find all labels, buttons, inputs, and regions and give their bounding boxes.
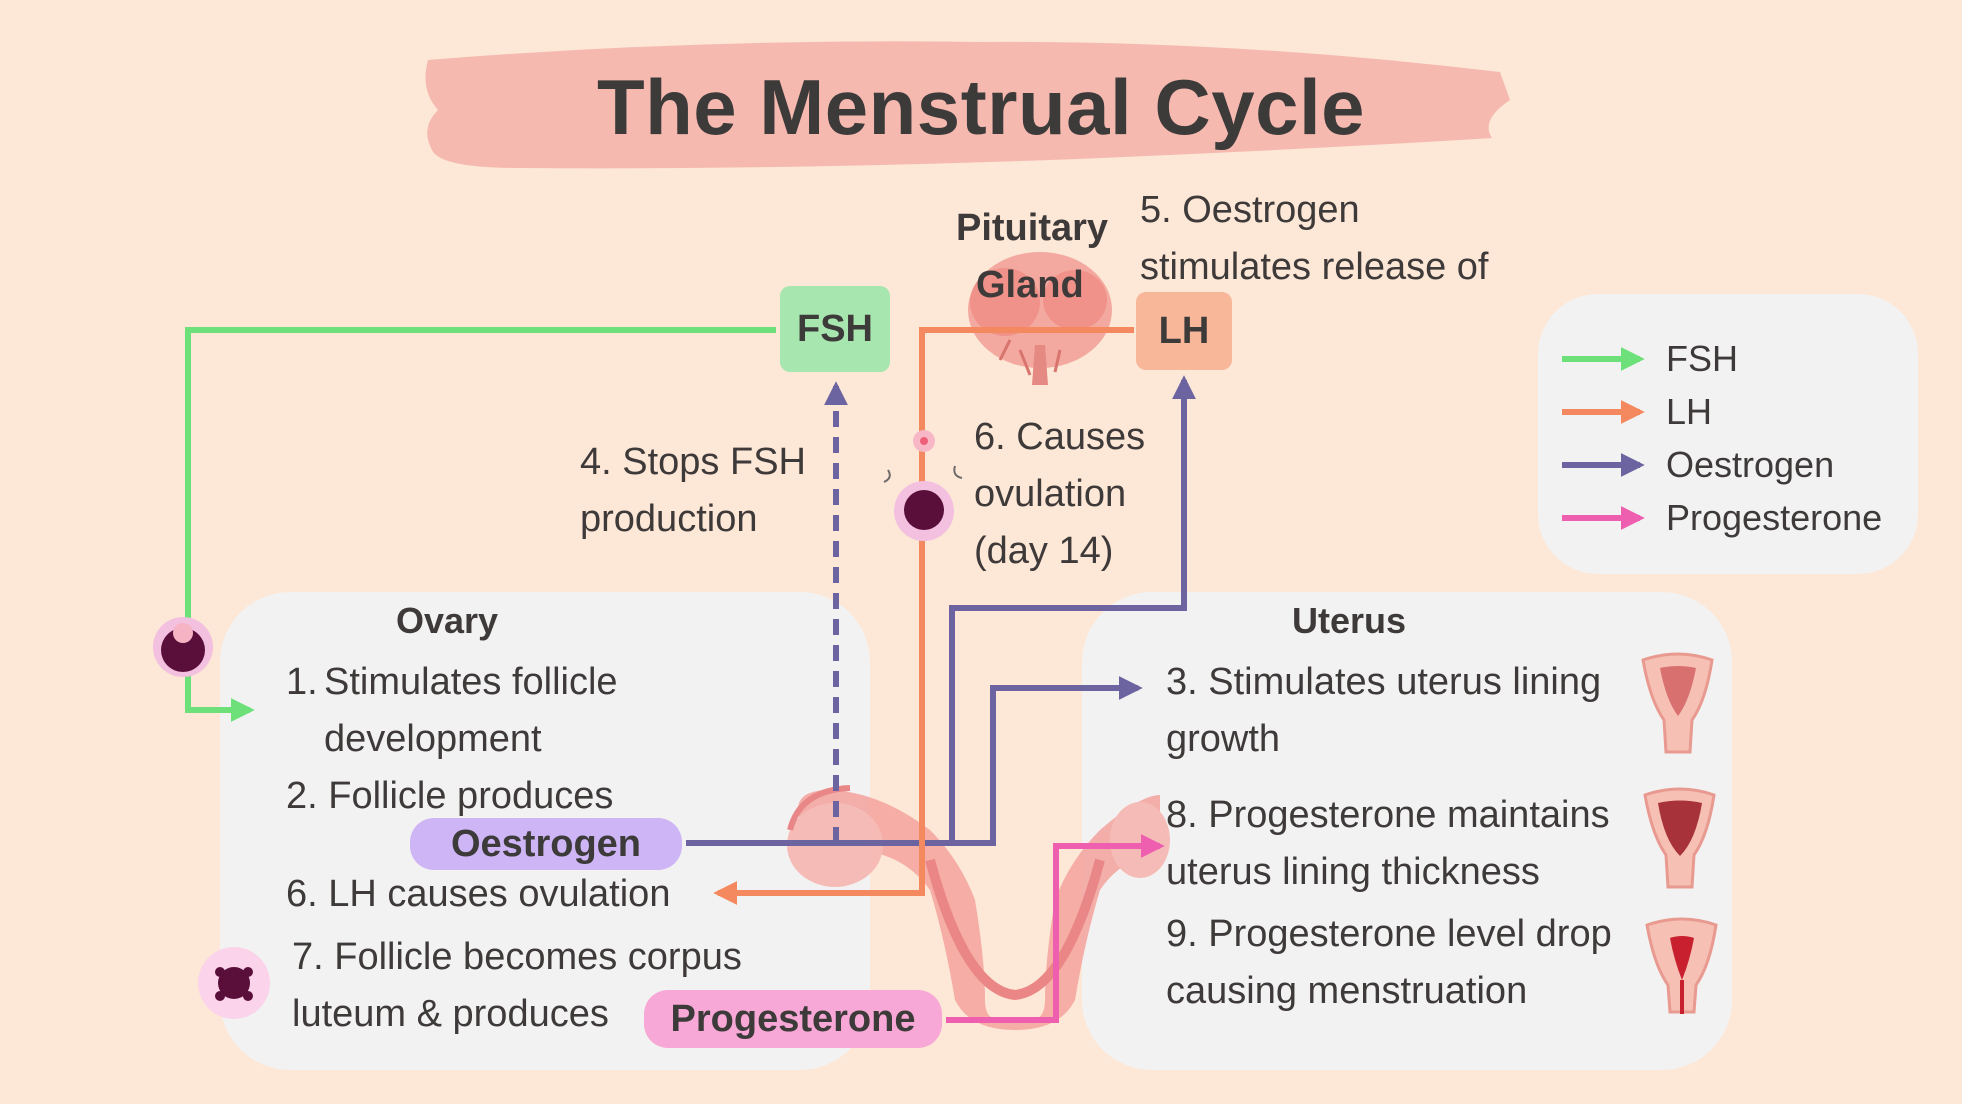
lh-box: LH bbox=[1136, 292, 1232, 370]
uterus-lining-icon-2 bbox=[1643, 787, 1716, 889]
uterus-lining-icon-1 bbox=[1641, 652, 1714, 754]
fsh-box: FSH bbox=[780, 286, 890, 372]
oestrogen-lh-note-line2: stimulates release of bbox=[1140, 246, 1489, 288]
stops-fsh-note-line1: 4. Stops FSH bbox=[580, 441, 806, 483]
uterus-step3-line1: 3. Stimulates uterus lining bbox=[1166, 661, 1602, 703]
pituitary-label-line1: Pituitary bbox=[956, 207, 1109, 249]
lh-line bbox=[713, 327, 1134, 905]
legend-lh-label: LH bbox=[1666, 391, 1713, 432]
uterus-step8-line2: uterus lining thickness bbox=[1166, 851, 1540, 893]
pituitary-gland-illustration bbox=[968, 252, 1112, 385]
legend-fsh-label: FSH bbox=[1666, 338, 1738, 379]
oestrogen-line-to-uterus bbox=[686, 676, 1143, 846]
legend-oestrogen-label: Oestrogen bbox=[1666, 444, 1835, 485]
ovulation-note-line3: (day 14) bbox=[974, 530, 1114, 572]
uterus-step8-line1: 8. Progesterone maintains bbox=[1166, 794, 1610, 836]
corpus-luteum-icon bbox=[198, 947, 270, 1019]
pituitary-label-line2: Gland bbox=[976, 264, 1084, 306]
oestrogen-lh-note-line1: 5. Oestrogen bbox=[1140, 189, 1360, 231]
title-brush-stroke bbox=[425, 41, 1510, 169]
ovulation-note-line2: ovulation bbox=[974, 473, 1127, 515]
ovary-step7-line2: luteum & produces bbox=[292, 993, 609, 1035]
fsh-line bbox=[185, 327, 776, 722]
uterus-step9-line2: causing menstruation bbox=[1166, 970, 1528, 1012]
progesterone-line bbox=[946, 834, 1165, 1023]
ovulation-note-line1: 6. Causes bbox=[974, 416, 1146, 458]
legend-progesterone-label: Progesterone bbox=[1666, 497, 1883, 538]
uterus-step3-line2: growth bbox=[1166, 718, 1281, 760]
progesterone-pill: Progesterone bbox=[644, 990, 942, 1048]
uterus-menstruation-icon bbox=[1645, 917, 1718, 1014]
uterus-illustration bbox=[787, 785, 1170, 1030]
page-title: The Menstrual Cycle bbox=[596, 63, 1366, 151]
ovulating-follicle-icon bbox=[883, 430, 963, 541]
ovary-step1-line1: Stimulates follicle bbox=[324, 661, 618, 703]
uterus-panel-bg bbox=[1082, 592, 1732, 1070]
ovary-step1-line2: development bbox=[324, 718, 542, 760]
oestrogen-pill: Oestrogen bbox=[410, 818, 682, 870]
ovary-step1-number: 1. bbox=[286, 661, 318, 703]
uterus-step9-line1: 9. Progesterone level drop bbox=[1166, 913, 1612, 955]
ovary-step2: 2. Follicle produces bbox=[286, 775, 614, 817]
ovary-step6: 6. LH causes ovulation bbox=[286, 873, 671, 915]
oestrogen-line-to-lh bbox=[949, 375, 1196, 843]
ovary-title: Ovary bbox=[396, 600, 499, 641]
stops-fsh-note-line2: production bbox=[580, 498, 758, 540]
uterus-title: Uterus bbox=[1292, 600, 1407, 641]
ovary-step7-line1: 7. Follicle becomes corpus bbox=[292, 936, 742, 978]
